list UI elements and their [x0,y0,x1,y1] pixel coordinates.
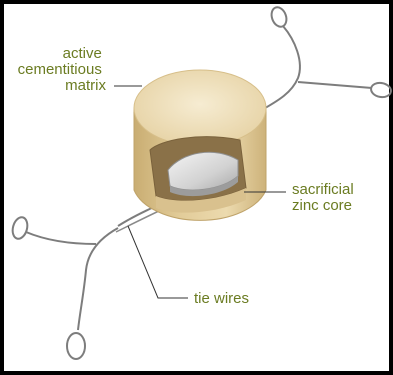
label-tie-wires: tie wires [194,290,249,307]
label-sacrificial-zinc-core: sacrificial zinc core [292,181,358,214]
tie-wire-lower-left [10,190,192,359]
tie-wire-upper-right [258,5,392,112]
cementitious-matrix-puck [134,70,266,220]
label-active-cementitious-matrix: active cementitious matrix [18,45,107,94]
